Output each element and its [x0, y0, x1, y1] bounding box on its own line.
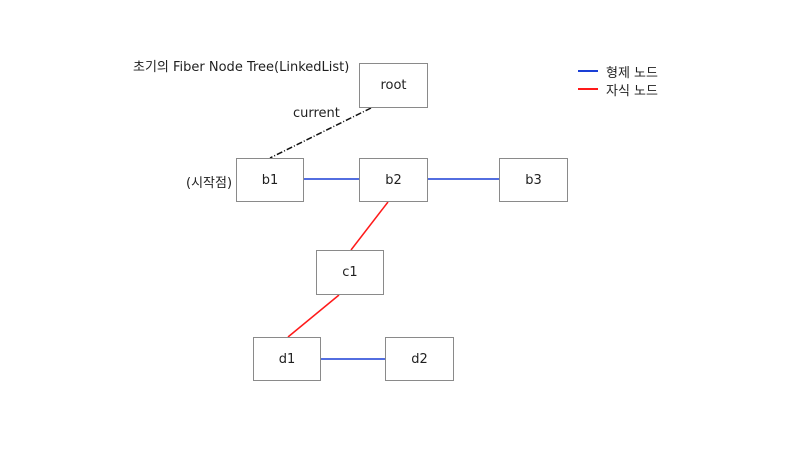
node-b3: b3 [499, 158, 568, 202]
node-d1: d1 [253, 337, 321, 381]
node-c1: c1 [316, 250, 384, 295]
legend-sibling-swatch [578, 70, 598, 72]
node-root: root [359, 63, 428, 108]
legend-child-swatch [578, 88, 598, 90]
legend-child: 자식 노드 [578, 81, 658, 99]
current-label: current [293, 106, 340, 121]
legend-sibling: 형제 노드 [578, 63, 658, 81]
current-edge [269, 107, 372, 159]
node-b1: b1 [236, 158, 304, 202]
child-edge-c1-d1 [287, 294, 340, 338]
legend-sibling-label: 형제 노드 [606, 65, 658, 81]
legend-child-label: 자식 노드 [606, 83, 658, 99]
diagram-title: 초기의 Fiber Node Tree(LinkedList) [133, 60, 350, 75]
node-b2: b2 [359, 158, 428, 202]
start-label: (시작점) [186, 176, 233, 191]
child-edge-b2-c1 [350, 201, 389, 251]
node-d2: d2 [385, 337, 454, 381]
